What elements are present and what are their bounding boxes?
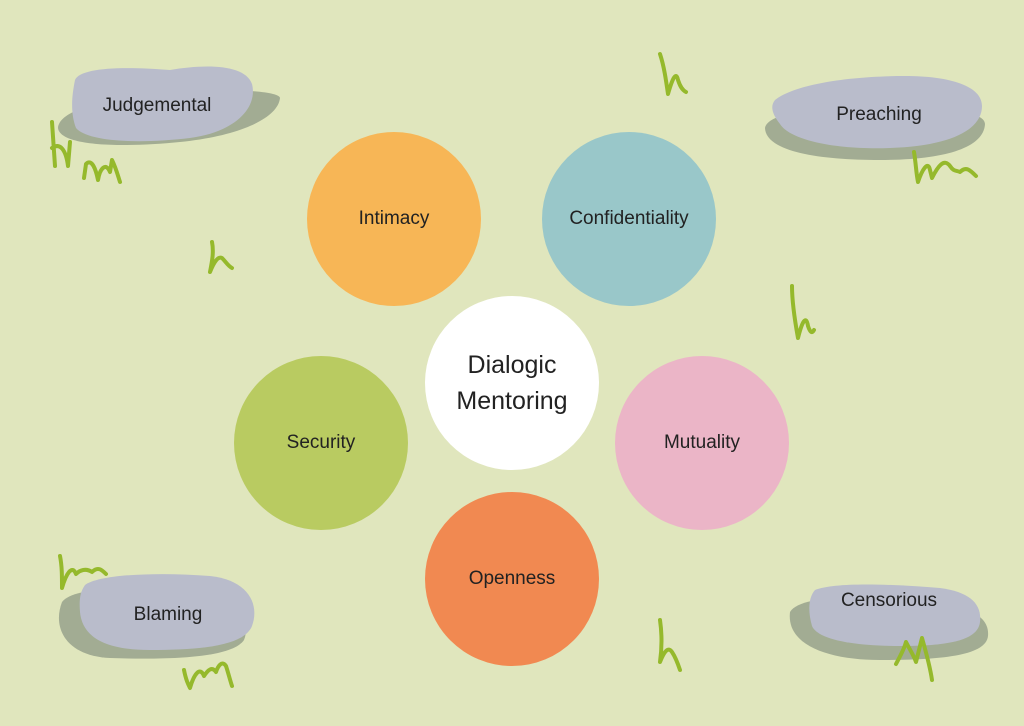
barrier-judgemental: Judgemental: [102, 95, 212, 116]
grass-tuft: [658, 618, 682, 672]
circle-mutuality: Mutuality: [615, 356, 789, 530]
label-mutuality: Mutuality: [663, 432, 741, 453]
grass-tufts: [50, 52, 978, 690]
grass-tuft: [82, 158, 122, 184]
grass-tuft: [658, 52, 688, 96]
circle-security: Security: [234, 356, 408, 530]
rock-judgemental: [58, 66, 280, 146]
circle-intimacy: Intimacy: [307, 132, 481, 306]
rock-body: [809, 584, 981, 646]
grass-tuft: [894, 636, 934, 682]
barrier-censorious: Censorious: [840, 590, 938, 611]
grass-tuft: [912, 150, 978, 184]
grass-tuft: [790, 284, 816, 340]
circle-center: Dialogic Mentoring: [425, 296, 599, 470]
label-openness: Openness: [468, 568, 556, 589]
rock-body: [772, 76, 982, 149]
grass-tuft: [182, 661, 234, 690]
rock-blaming: [58, 574, 255, 659]
label-intimacy: Intimacy: [358, 208, 430, 229]
rock-censorious: [789, 584, 989, 660]
rock-body: [79, 574, 255, 650]
center-title-line1: Dialogic: [467, 350, 557, 379]
label-security: Security: [286, 432, 356, 453]
barrier-blaming: Blaming: [133, 604, 203, 625]
rock-preaching: [765, 76, 985, 160]
circle-openness: Openness: [425, 492, 599, 666]
label-confidentiality: Confidentiality: [569, 208, 689, 229]
grass-tuft: [208, 240, 234, 274]
circle-confidentiality: Confidentiality: [542, 132, 716, 306]
grass-tuft: [58, 554, 108, 590]
barrier-preaching: Preaching: [836, 104, 922, 125]
grass-tuft: [50, 120, 72, 168]
center-title-line2: Mentoring: [456, 387, 568, 415]
rock-body: [72, 66, 253, 142]
